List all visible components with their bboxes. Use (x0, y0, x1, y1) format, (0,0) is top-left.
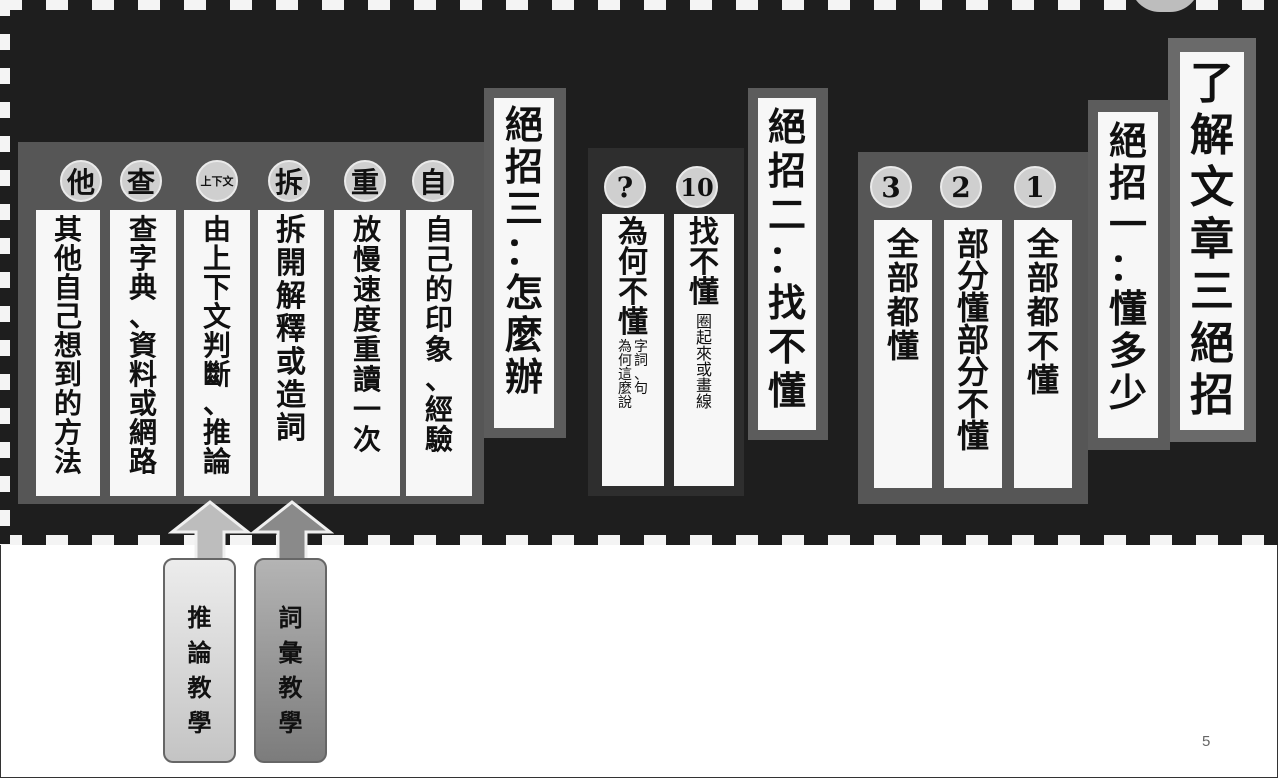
method1-card-all: 全部都懂 (874, 220, 932, 488)
badge-lookup: 查 (120, 160, 162, 202)
method1-header: 絕招一：懂多少 (1098, 112, 1158, 438)
method2-header: 絕招二：找不懂 (758, 98, 816, 430)
method3-card-lookup: 查字典、資料或網路 (110, 210, 176, 496)
page-number: 5 (1202, 733, 1211, 750)
badge-other: 他 (60, 160, 102, 202)
method3-header: 絕招三：怎麼辦 (494, 98, 554, 428)
tag-vocabulary-teaching: 詞彙教學 (254, 558, 327, 763)
method1-card-none: 全部都不懂 (1014, 220, 1072, 488)
badge-self: 自 (412, 160, 454, 202)
method3-card-reread: 放慢速度重讀一次 (334, 210, 400, 496)
title-card: 了解文章三絕招 (1180, 52, 1244, 430)
method3-card-split: 拆開解釋或造詞 (258, 210, 324, 496)
badge-reread: 重 (344, 160, 386, 202)
tag-inference-text: 推論教學 (187, 603, 212, 737)
dashed-border-bottom (0, 535, 1278, 545)
blackboard-photo: 了解文章三絕招 絕招一：懂多少 3 2 1 全部都懂 部分懂部分不懂 全部都不懂… (0, 0, 1278, 545)
badge-3: 3 (870, 166, 912, 208)
tag-inference-teaching: 推論教學 (163, 558, 236, 763)
corner-decoration (1130, 0, 1200, 12)
method3-card-other: 其他自己想到的方法 (36, 210, 100, 496)
method2-card-find: 找不懂 圈起來或畫線 (674, 214, 734, 486)
method2-card-why: 為何不懂 為何這麼說 字詞、句 (602, 214, 664, 486)
badge-ten: 10 (676, 166, 718, 208)
badge-context: 上下文 (196, 160, 238, 202)
method3-card-self: 自己的印象、經驗 (406, 210, 472, 496)
tag-vocabulary-text: 詞彙教學 (278, 603, 303, 737)
badge-split: 拆 (268, 160, 310, 202)
method1-card-partial: 部分懂部分不懂 (944, 220, 1002, 488)
badge-question: ? (604, 166, 646, 208)
dashed-border-top (0, 0, 1278, 10)
badge-2: 2 (940, 166, 982, 208)
dashed-border-left (0, 0, 10, 545)
method3-card-context: 由上下文判斷、推論 (184, 210, 250, 496)
badge-1: 1 (1014, 166, 1056, 208)
